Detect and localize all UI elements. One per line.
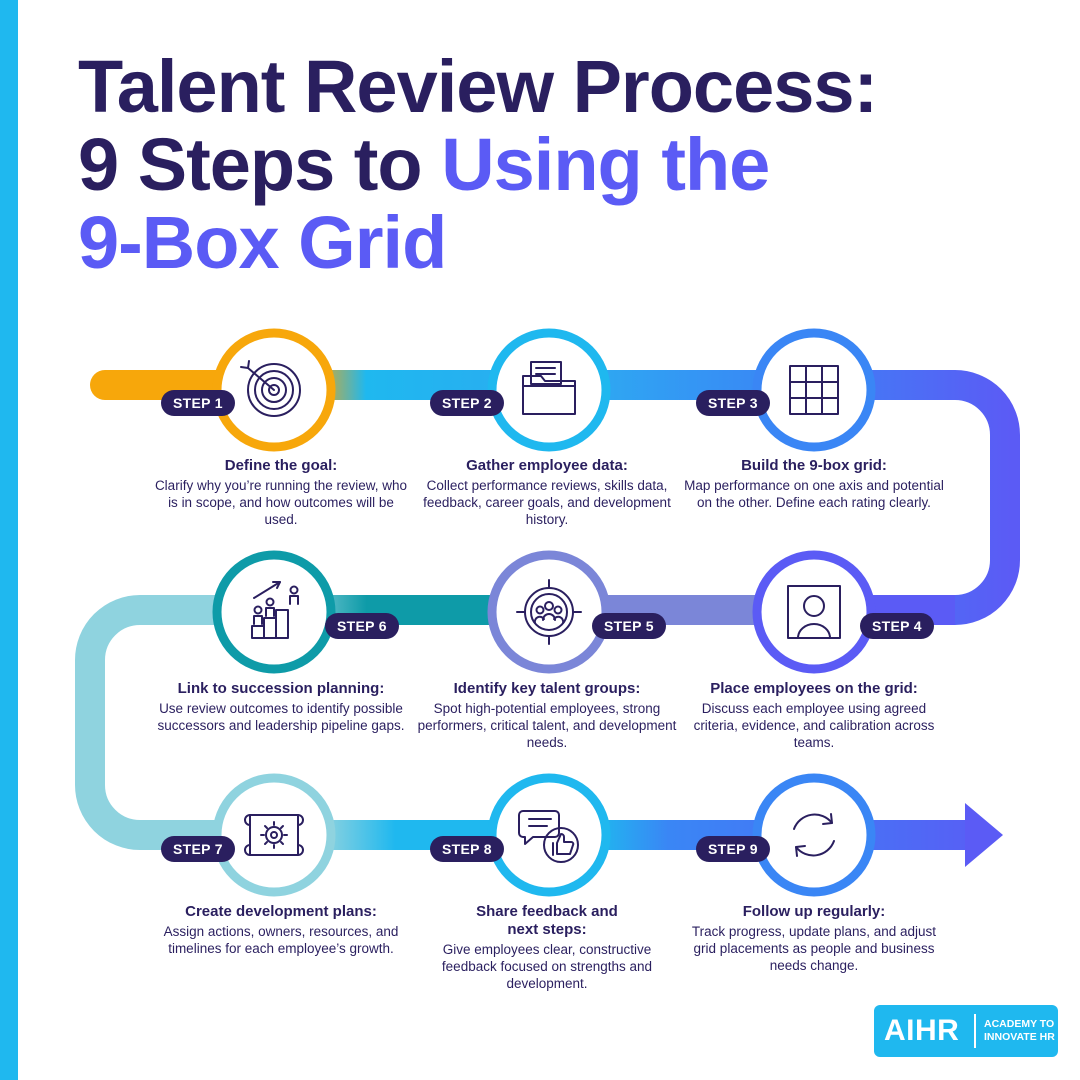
step-2-badge: STEP 2 [430, 390, 504, 416]
step-3-title: Build the 9-box grid: [741, 457, 887, 474]
step-5-circle [487, 550, 611, 674]
path-row-2 [75, 595, 955, 850]
path-row-1 [90, 370, 1020, 625]
step-3-description: Map performance on one axis and potentia… [684, 478, 944, 510]
left-accent-bar [0, 0, 18, 1080]
step-3-badge: STEP 3 [696, 390, 770, 416]
step-2-title: Gather employee data: [466, 457, 628, 474]
title-line-3: 9-Box Grid [78, 201, 447, 284]
chat-thumbs-up-icon [518, 810, 579, 863]
folder-documents-icon [522, 361, 576, 415]
person-frame-icon [787, 585, 841, 639]
title-line-2a: 9 Steps to [78, 123, 442, 206]
step-2-description: Collect performance reviews, skills data… [423, 478, 671, 527]
step-7-badge: STEP 7 [161, 836, 235, 862]
step-8-text: Share feedback and next steps: Give empl… [419, 903, 675, 992]
path-arrow-head [965, 803, 1003, 867]
logo-divider [974, 1014, 976, 1048]
step-1-badge: STEP 1 [161, 390, 235, 416]
step-7-title: Create development plans: [185, 903, 377, 920]
step-8-badge: STEP 8 [430, 836, 504, 862]
step-9-circle [752, 773, 876, 897]
logo-tagline-line-1: ACADEMY TO [984, 1018, 1055, 1030]
step-6-description: Use review outcomes to identify possible… [157, 701, 405, 733]
grid-icon [789, 365, 839, 415]
target-icon [240, 360, 301, 417]
step-6-text: Link to succession planning: Use review … [151, 680, 411, 734]
step-4-title: Place employees on the grid: [710, 680, 918, 697]
step-4-description: Discuss each employee using agreed crite… [693, 701, 935, 750]
logo-tagline: ACADEMY TO INNOVATE HR [984, 1018, 1055, 1044]
step-6-badge: STEP 6 [325, 613, 399, 639]
step-8-title: Share feedback and next steps: [476, 903, 618, 938]
step-7-description: Assign actions, owners, resources, and t… [163, 924, 399, 956]
step-5-description: Spot high-potential employees, strong pe… [417, 701, 677, 750]
step-5-badge: STEP 5 [592, 613, 666, 639]
step-8-description: Give employees clear, constructive feedb… [441, 942, 653, 991]
step-4-text: Place employees on the grid: Discuss eac… [684, 680, 944, 751]
logo-tagline-line-2: INNOVATE HR [984, 1031, 1055, 1043]
step-6-title: Link to succession planning: [177, 680, 385, 697]
step-1-title: Define the goal: [224, 457, 338, 474]
podium-growth-icon [251, 581, 299, 639]
step-1-text: Define the goal: Clarify why you’re runn… [151, 457, 411, 528]
step-5-text: Identify key talent groups: Spot high-po… [417, 680, 677, 751]
title-line-2b: Using the [441, 123, 770, 206]
step-8-circle [487, 773, 611, 897]
step-4-circle [752, 550, 876, 674]
step-3-text: Build the 9-box grid: Map performance on… [684, 457, 944, 511]
step-1-description: Clarify why you’re running the review, w… [154, 478, 408, 527]
aihr-logo: AIHR ACADEMY TO INNOVATE HR [874, 1005, 1058, 1057]
title-line-1: Talent Review Process: [78, 45, 878, 128]
blueprint-gear-icon [244, 814, 304, 856]
group-target-icon [516, 579, 582, 645]
logo-mark: AIHR [884, 1014, 960, 1047]
page-title: Talent Review Process: 9 Steps to Using … [78, 45, 878, 284]
refresh-icon [793, 813, 835, 857]
step-9-description: Track progress, update plans, and adjust… [691, 924, 937, 973]
step-2-text: Gather employee data: Collect performanc… [417, 457, 677, 528]
step-3-circle [752, 328, 876, 452]
step-7-text: Create development plans: Assign actions… [151, 903, 411, 957]
step-7-circle [212, 773, 336, 897]
step-9-title: Follow up regularly: [742, 903, 886, 920]
step-2-circle [487, 328, 611, 452]
step-9-badge: STEP 9 [696, 836, 770, 862]
step-4-badge: STEP 4 [860, 613, 934, 639]
step-9-text: Follow up regularly: Track progress, upd… [684, 903, 944, 974]
step-5-title: Identify key talent groups: [453, 680, 641, 697]
